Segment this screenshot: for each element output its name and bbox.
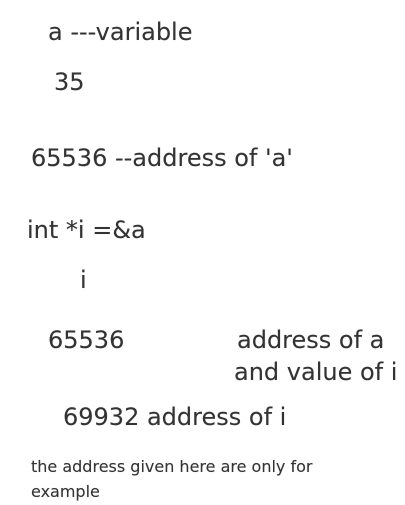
pointer-value: 65536 [48,326,125,354]
variable-address: 65536 --address of 'a' [31,144,293,172]
pointer-declaration: int *i =&a [27,216,146,244]
pointer-name: i [80,266,87,294]
pointer-note-line2: and value of i [234,358,398,386]
variable-label: a ---variable [48,18,193,46]
pointer-address: 69932 address of i [63,403,287,431]
variable-value: 35 [54,68,85,96]
pointer-note-line1: address of a [237,326,385,354]
footnote: the address given here are only for exam… [31,457,313,501]
